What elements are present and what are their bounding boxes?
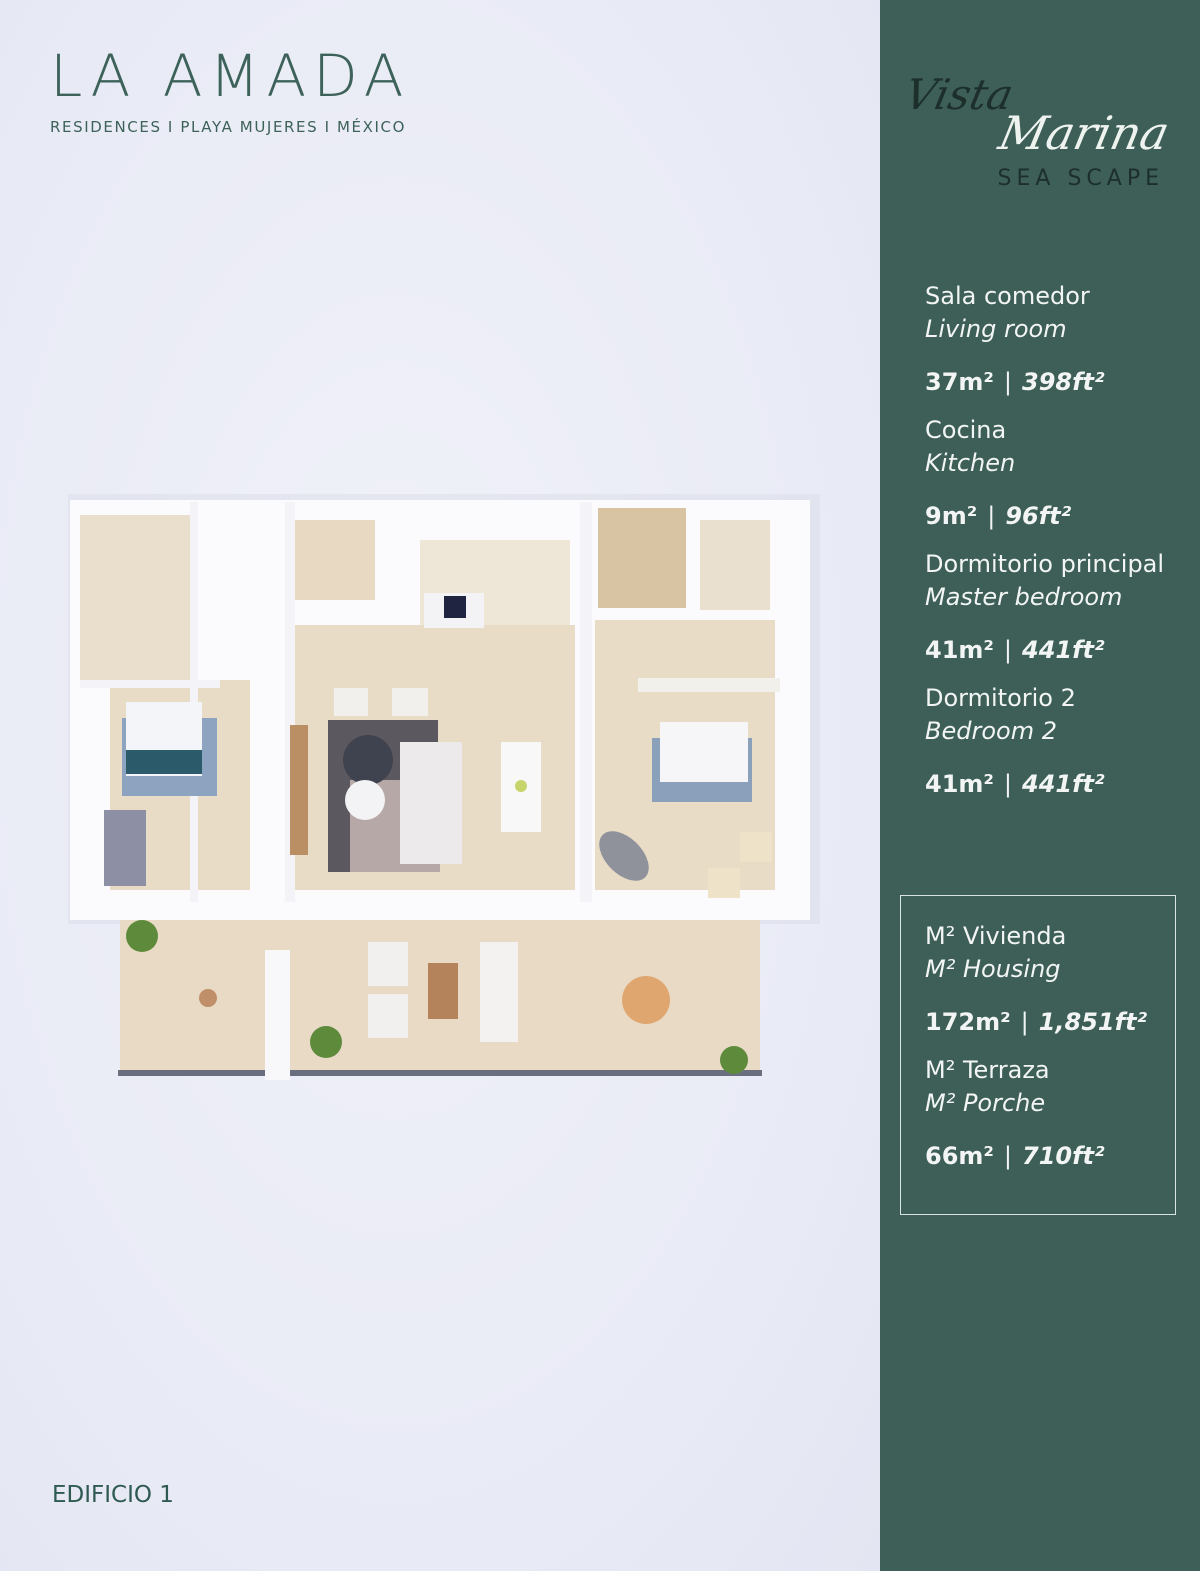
total-label-es: M² Terraza bbox=[925, 1056, 1050, 1084]
spec-m2: 9m² bbox=[925, 502, 978, 530]
building-label: EDIFICIO 1 bbox=[52, 1482, 174, 1508]
total-m2: 172m² bbox=[925, 1008, 1011, 1036]
spec-label-en: Master bedroom bbox=[925, 583, 1123, 611]
model-brand: Vista Marina SEA SCAPE bbox=[900, 60, 1180, 210]
spec-kitchen: Cocina Kitchen 9m² | 96ft² bbox=[925, 414, 1195, 530]
total-m2: 66m² bbox=[925, 1142, 994, 1170]
total-label-en: M² Porche bbox=[925, 1089, 1046, 1117]
spec-ft2: 96ft² bbox=[1005, 502, 1072, 530]
total-ft2: 1,851ft² bbox=[1038, 1008, 1148, 1036]
total-ft2: 710ft² bbox=[1022, 1142, 1105, 1170]
total-separator: | bbox=[1020, 1008, 1029, 1036]
spec-master-bedroom: Dormitorio principal Master bedroom 41m²… bbox=[925, 548, 1195, 664]
total-area: 66m² | 710ft² bbox=[925, 1142, 1175, 1170]
total-separator: | bbox=[1003, 1142, 1013, 1170]
model-script-1: Vista bbox=[900, 70, 1018, 119]
totals-content: M² Vivienda M² Housing 172m² | 1,851ft² M²… bbox=[925, 920, 1175, 1188]
logo-wordmark: LA AMADA bbox=[50, 42, 411, 110]
spec-m2: 37m² bbox=[925, 368, 994, 396]
spec-label-en: Bedroom 2 bbox=[925, 717, 1057, 745]
total-housing: M² Vivienda M² Housing 172m² | 1,851ft² bbox=[925, 920, 1175, 1036]
total-label-en: M² Housing bbox=[925, 955, 1061, 983]
logo-subtitle: RESIDENCES I PLAYA MUJERES I MÉXICO bbox=[50, 118, 406, 136]
total-area: 172m² | 1,851ft² bbox=[925, 1008, 1175, 1036]
spec-separator: | bbox=[1003, 636, 1013, 664]
spec-m2: 41m² bbox=[925, 770, 994, 798]
spec-bedroom-2: Dormitorio 2 Bedroom 2 41m² | 441ft² bbox=[925, 682, 1195, 798]
spec-label-es: Cocina bbox=[925, 416, 1007, 444]
spec-label-en: Kitchen bbox=[925, 449, 1016, 477]
spec-separator: | bbox=[1003, 368, 1013, 396]
spec-area: 9m² | 96ft² bbox=[925, 502, 1195, 530]
total-terrace: M² Terraza M² Porche 66m² | 710ft² bbox=[925, 1054, 1175, 1170]
floor-plan bbox=[68, 494, 820, 1080]
spec-area: 37m² | 398ft² bbox=[925, 368, 1195, 396]
spec-label-en: Living room bbox=[925, 315, 1067, 343]
model-name: SEA SCAPE bbox=[997, 166, 1164, 191]
spec-label-es: Dormitorio principal bbox=[925, 550, 1165, 578]
spec-living: Sala comedor Living room 37m² | 398ft² bbox=[925, 280, 1195, 396]
spec-ft2: 441ft² bbox=[1022, 636, 1105, 664]
spec-separator: | bbox=[987, 502, 996, 530]
room-specs: Sala comedor Living room 37m² | 398ft² Coc… bbox=[925, 280, 1195, 816]
spec-label-es: Dormitorio 2 bbox=[925, 684, 1076, 712]
spec-ft2: 398ft² bbox=[1022, 368, 1105, 396]
spec-separator: | bbox=[1003, 770, 1013, 798]
spec-ft2: 441ft² bbox=[1022, 770, 1105, 798]
logo: LA AMADA RESIDENCES I PLAYA MUJERES I MÉ… bbox=[50, 46, 430, 136]
spec-area: 41m² | 441ft² bbox=[925, 770, 1195, 798]
totals-box: M² Vivienda M² Housing 172m² | 1,851ft² M²… bbox=[900, 895, 1176, 1215]
right-panel bbox=[880, 0, 1200, 1571]
total-label-es: M² Vivienda bbox=[925, 922, 1067, 950]
spec-area: 41m² | 441ft² bbox=[925, 636, 1195, 664]
model-script-2: Marina bbox=[994, 106, 1175, 160]
spec-m2: 41m² bbox=[925, 636, 994, 664]
spec-label-es: Sala comedor bbox=[925, 282, 1090, 310]
